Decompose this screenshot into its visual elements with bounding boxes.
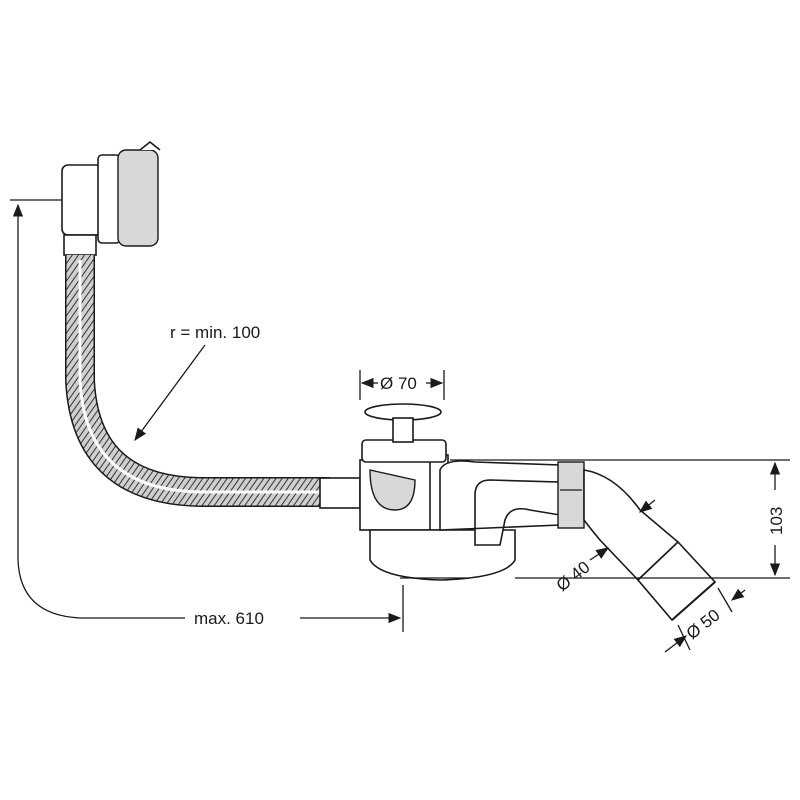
height-label: 103 <box>767 507 786 535</box>
corrugated-hose <box>65 255 330 507</box>
outlet-pipe <box>557 461 717 622</box>
max-length-label: max. 610 <box>194 609 264 628</box>
drain-diameter-label: Ø 70 <box>380 374 417 393</box>
radius-label: r = min. 100 <box>170 323 260 342</box>
overflow-head <box>61 140 161 256</box>
trap-body <box>319 403 561 581</box>
dimension-lines <box>10 199 790 653</box>
outlet-outer-diameter-label: Ø 50 <box>683 605 724 643</box>
outlet-inner-diameter-label: Ø 40 <box>553 557 594 595</box>
